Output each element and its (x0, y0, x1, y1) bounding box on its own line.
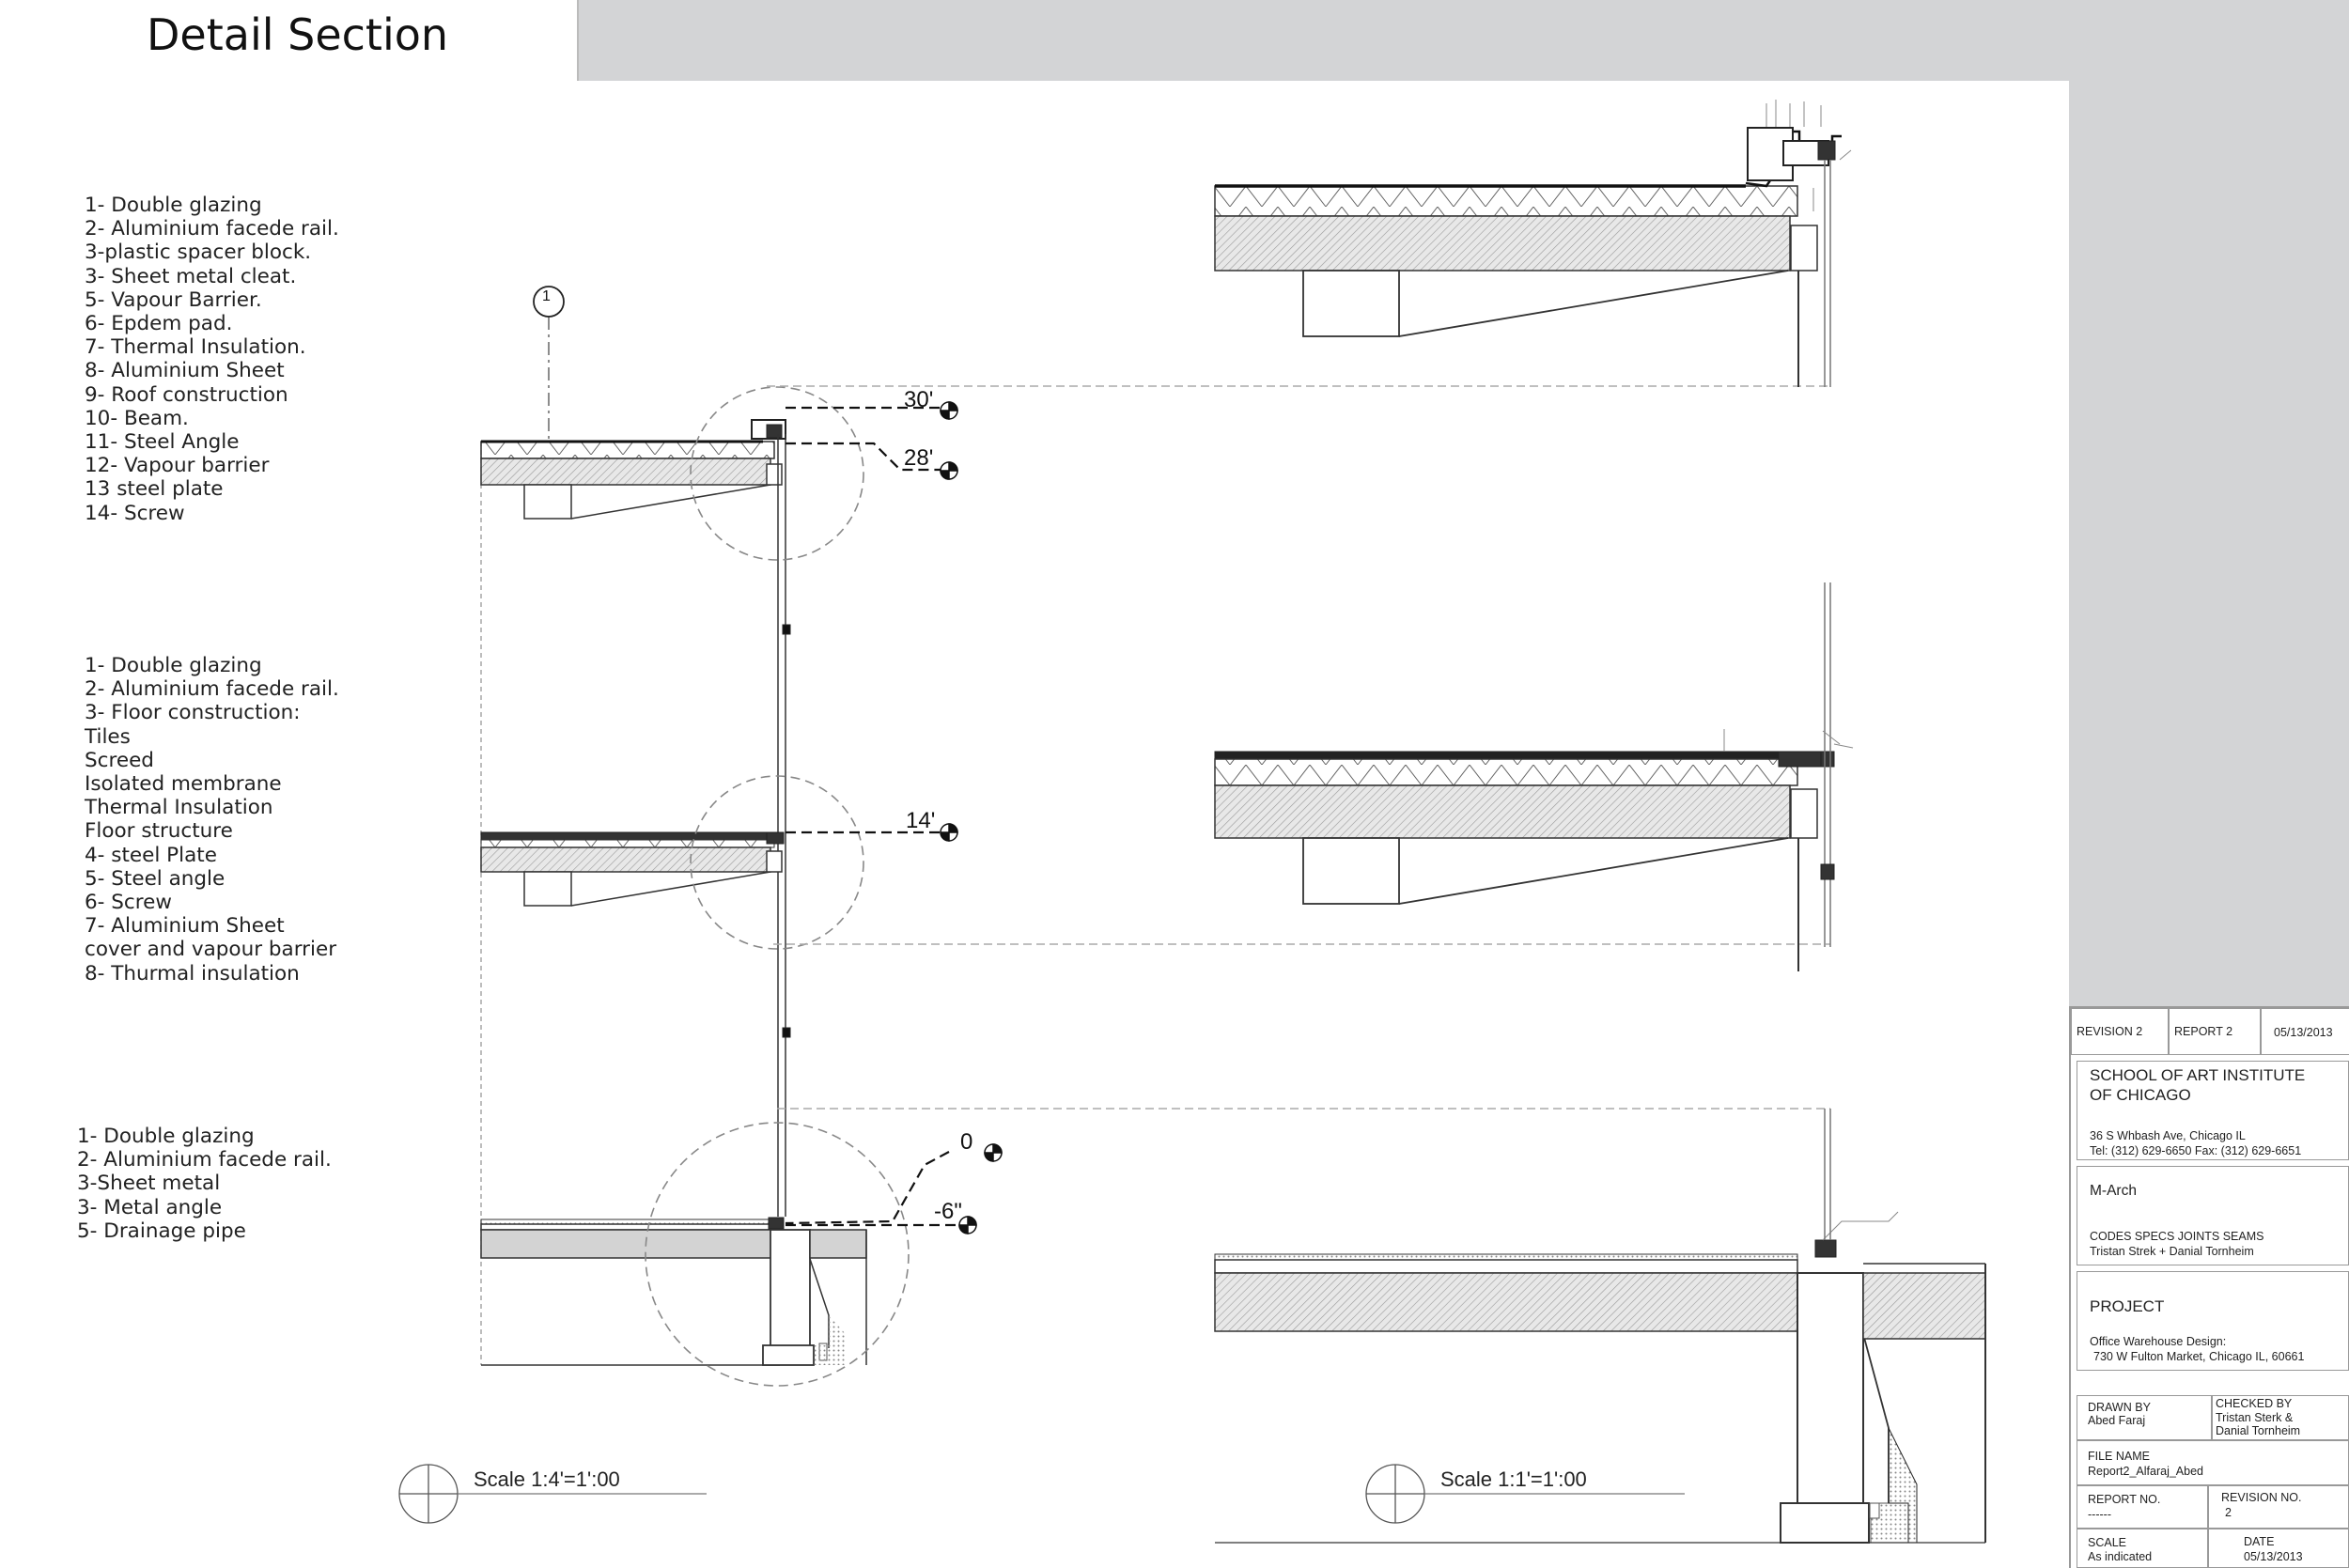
scale-value: As indicated (2088, 1550, 2153, 1563)
legend-item: 2- Aluminium facede rail. (85, 217, 339, 241)
legend-item: 13 steel plate (85, 477, 224, 502)
legend-item: 1- Double glazing (77, 1125, 255, 1148)
header-band (579, 0, 2349, 81)
legend-item: 7- Aluminium Sheet (85, 914, 285, 939)
program: M-Arch (2090, 1183, 2137, 1199)
grid-marker (533, 286, 565, 318)
legend-item: 2- Aluminium facede rail. (77, 1148, 332, 1172)
checked-by-2: Danial Tornheim (2216, 1424, 2301, 1437)
drawn-by-label: DRAWN BY (2088, 1401, 2151, 1414)
project-address: 730 W Fulton Market, Chicago IL, 60661 (2093, 1350, 2305, 1363)
legend-item: 8- Thurmal insulation (85, 961, 300, 986)
side-band (2069, 81, 2349, 1006)
drawn-by: Abed Faraj (2088, 1414, 2146, 1427)
level-minus-6: -6" (934, 1199, 962, 1224)
revision-no: 2 (2225, 1506, 2232, 1519)
legend-item: 1- Double glazing (85, 194, 262, 217)
title-block: REVISION 2 REPORT 2 05/13/2013 SCHOOL OF… (2069, 1006, 2349, 1568)
date-value: 05/13/2013 (2244, 1550, 2303, 1563)
level-0: 0 (960, 1129, 973, 1155)
report-no-label: REPORT NO. (2088, 1493, 2161, 1506)
checked-by-1: Tristan Sterk & (2216, 1411, 2294, 1424)
legend-item: 6- Epdem pad. (85, 312, 233, 336)
right-section (1214, 100, 1986, 1544)
file-name: Report2_Alfaraj_Abed (2088, 1465, 2203, 1478)
legend-item: 10- Beam. (85, 406, 189, 430)
legend-item: 2- Aluminium facede rail. (85, 677, 339, 702)
instructors: Tristan Strek + Danial Tornheim (2090, 1245, 2254, 1258)
school-phone: Tel: (312) 629-6650 Fax: (312) 629-6651 (2090, 1144, 2302, 1157)
checked-by-label: CHECKED BY (2216, 1397, 2293, 1410)
legend-item: 3- Metal angle (77, 1195, 223, 1219)
legend-item: 14- Screw (85, 501, 185, 525)
legend-item: 3- Floor construction: (85, 701, 301, 725)
legend-item: cover and vapour barrier (85, 938, 337, 962)
page-title: Detail Section (147, 9, 449, 60)
legend-item: Floor structure (85, 819, 233, 844)
project-name: Office Warehouse Design: (2090, 1335, 2227, 1348)
revision-no-label: REVISION NO. (2221, 1491, 2302, 1504)
course: CODES SPECS JOINTS SEAMS (2090, 1230, 2264, 1243)
level-28: 28' (904, 445, 934, 471)
legend-item: Tiles (85, 724, 131, 749)
title-box: Detail Section (0, 0, 579, 81)
report-label: REPORT 2 (2174, 1025, 2233, 1038)
school-name-1: SCHOOL OF ART INSTITUTE (2090, 1066, 2306, 1084)
school-address: 36 S Whbash Ave, Chicago IL (2090, 1129, 2246, 1142)
legend-item: 3-Sheet metal (77, 1172, 221, 1196)
legend-item: 7- Thermal Insulation. (85, 335, 306, 360)
revision-label: REVISION 2 (2077, 1025, 2143, 1038)
scale-label: SCALE (2088, 1536, 2126, 1549)
legend-item: 5- Steel angle (85, 866, 226, 891)
legend-item: 4- steel Plate (85, 843, 217, 867)
left-section (480, 286, 1003, 1387)
legend-item: 3- Sheet metal cleat. (85, 264, 297, 288)
legend-item: 12- Vapour barrier (85, 454, 270, 478)
scale-right: Scale 1:1'=1':00 (1440, 1467, 1587, 1491)
legend-item: 5- Drainage pipe (77, 1219, 246, 1243)
level-14: 14' (906, 808, 936, 833)
legend-item: 5- Vapour Barrier. (85, 287, 262, 312)
legend-item: 6- Screw (85, 891, 172, 915)
scale-left: Scale 1:4'=1':00 (474, 1467, 620, 1491)
connector-lines (767, 385, 1830, 1110)
legend-item: 1- Double glazing (85, 654, 262, 677)
legend-item: Thermal Insulation (85, 796, 273, 820)
legend-item: 3-plastic spacer block. (85, 241, 312, 265)
file-name-label: FILE NAME (2088, 1450, 2150, 1463)
legend-item: Screed (85, 748, 154, 772)
date-top: 05/13/2013 (2274, 1026, 2333, 1039)
level-30: 30' (904, 387, 934, 412)
school-name-2: OF CHICAGO (2090, 1086, 2191, 1104)
report-no: ------ (2088, 1508, 2111, 1521)
date-label: DATE (2244, 1535, 2275, 1548)
legend-item: 9- Roof construction (85, 382, 288, 407)
legend-item: Isolated membrane (85, 772, 282, 797)
legend-item: 11- Steel Angle (85, 430, 240, 455)
project-label: PROJECT (2090, 1297, 2165, 1315)
grid-marker-label: 1 (542, 288, 551, 304)
scale-markers (398, 1464, 1685, 1524)
legend-item: 8- Aluminium Sheet (85, 359, 285, 383)
